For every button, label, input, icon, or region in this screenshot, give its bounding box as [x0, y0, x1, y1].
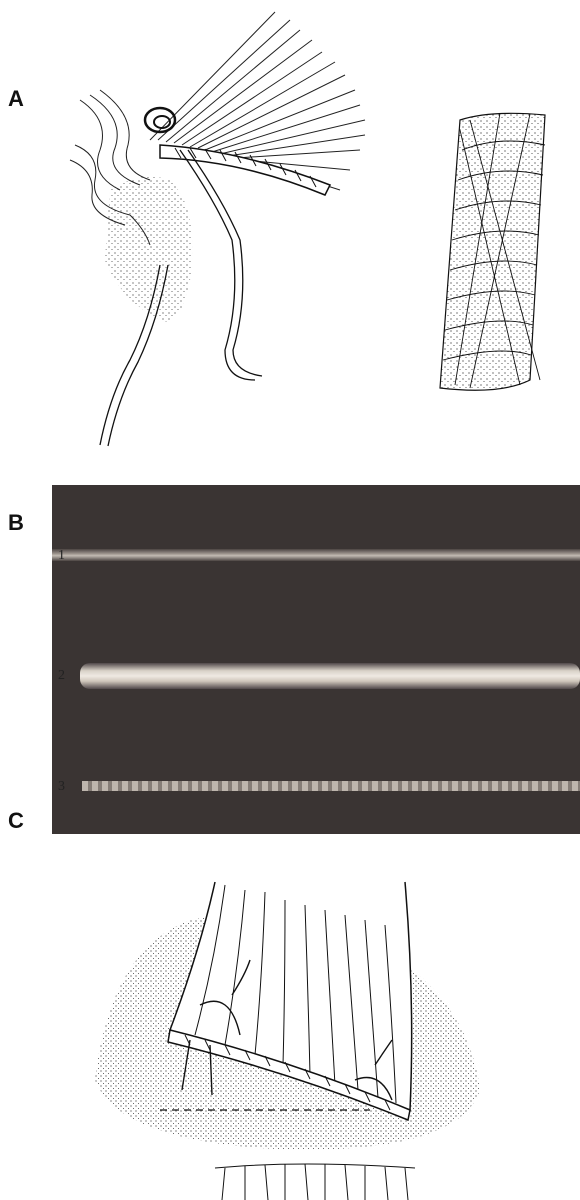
panel-c-illustration [0, 0, 580, 1200]
